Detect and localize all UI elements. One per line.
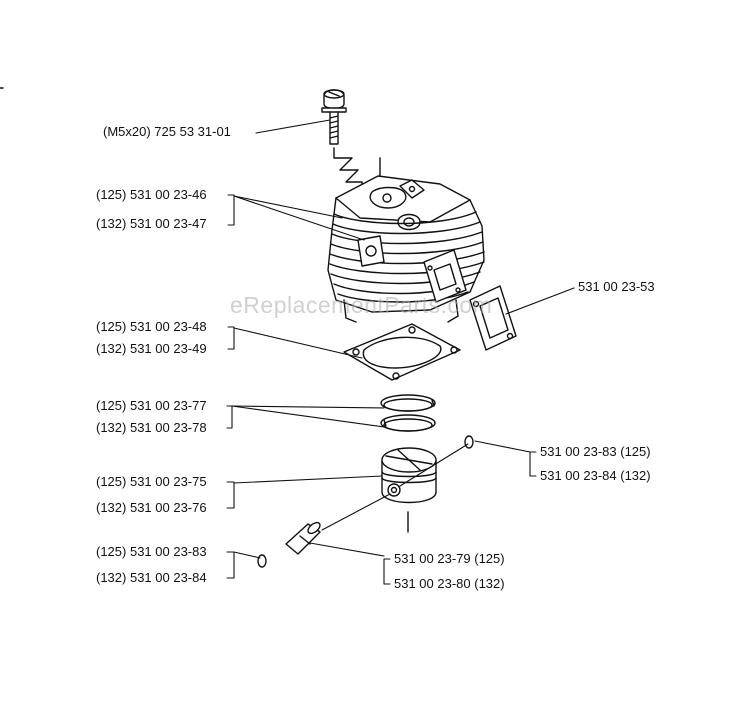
- label-rings-132: (132) 531 00 23-78: [96, 420, 207, 435]
- label-circlip-right-125: 531 00 23-83 (125): [540, 444, 651, 459]
- label-screw: (M5x20) 725 53 31-01: [103, 124, 231, 139]
- leader-lines: [226, 119, 575, 585]
- base-gasket-part: [343, 323, 461, 381]
- label-exhaust-gasket: 531 00 23-53: [578, 279, 655, 294]
- piston-part: [381, 447, 437, 533]
- label-rings-125: (125) 531 00 23-77: [96, 398, 207, 413]
- watermark-text: eReplacementParts.com: [230, 292, 493, 318]
- circlip-left-part: [257, 554, 267, 568]
- label-wrist-pin-132: 531 00 23-80 (132): [394, 576, 505, 591]
- label-base-gasket-132: (132) 531 00 23-49: [96, 341, 207, 356]
- wrist-pin-part: [285, 521, 321, 555]
- label-base-gasket-125: (125) 531 00 23-48: [96, 319, 207, 334]
- label-cylinder-132: (132) 531 00 23-47: [96, 216, 207, 231]
- label-wrist-pin-125: 531 00 23-79 (125): [394, 551, 505, 566]
- label-piston-125: (125) 531 00 23-75: [96, 474, 207, 489]
- cylinder-part: [327, 175, 485, 323]
- circlip-right-part: [464, 435, 474, 449]
- label-cylinder-125: (125) 531 00 23-46: [96, 187, 207, 202]
- screw-part: [321, 89, 381, 197]
- label-circlip-right-132: 531 00 23-84 (132): [540, 468, 651, 483]
- piston-rings-part: [380, 394, 436, 432]
- label-piston-132: (132) 531 00 23-76: [96, 500, 207, 515]
- exhaust-gasket-part: [469, 285, 517, 351]
- label-circlip-left-132: (132) 531 00 23-84: [96, 570, 207, 585]
- label-circlip-left-125: (125) 531 00 23-83: [96, 544, 207, 559]
